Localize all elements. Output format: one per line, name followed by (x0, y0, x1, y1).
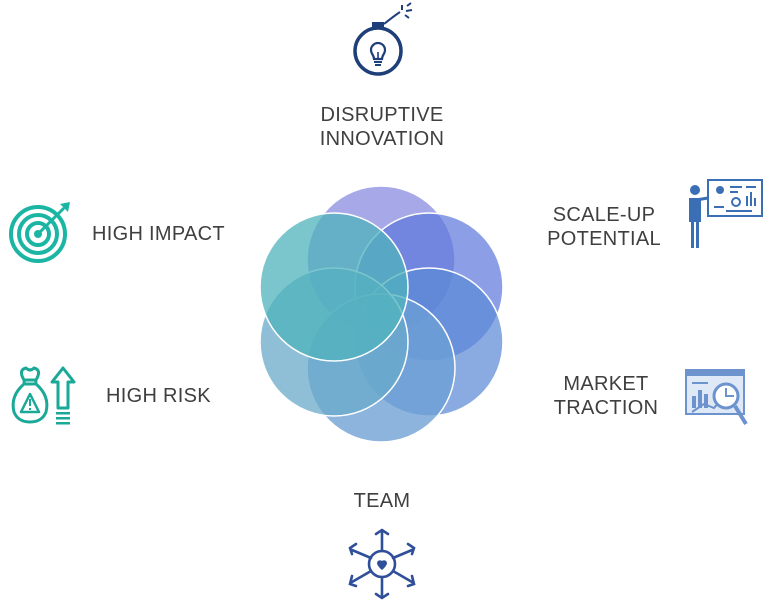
presenter-board-icon (686, 178, 764, 252)
label-scale-up-potential: SCALE-UP POTENTIAL (538, 203, 670, 251)
lightbulb-bomb-icon (350, 2, 416, 78)
circle-upper-left (259, 212, 409, 362)
target-icon (8, 200, 74, 266)
label-disruptive-innovation: DISRUPTIVE INNOVATION (300, 103, 464, 151)
label-disruptive-line1: DISRUPTIVE (320, 104, 444, 126)
label-market-line2: TRACTION (553, 397, 659, 419)
team-hands-icon (342, 528, 422, 600)
analytics-magnifier-icon (684, 366, 754, 434)
label-market-line1: MARKET (563, 373, 649, 395)
label-scale-line1: SCALE-UP (552, 204, 656, 226)
label-scale-line2: POTENTIAL (547, 228, 661, 250)
label-market-traction: MARKET TRACTION (546, 372, 666, 420)
label-disruptive-line2: INNOVATION (319, 128, 445, 150)
money-bag-risk-icon (8, 362, 80, 426)
label-high-impact: HIGH IMPACT (92, 223, 225, 245)
label-high-risk: HIGH RISK (106, 385, 211, 407)
label-team: TEAM (353, 490, 411, 512)
